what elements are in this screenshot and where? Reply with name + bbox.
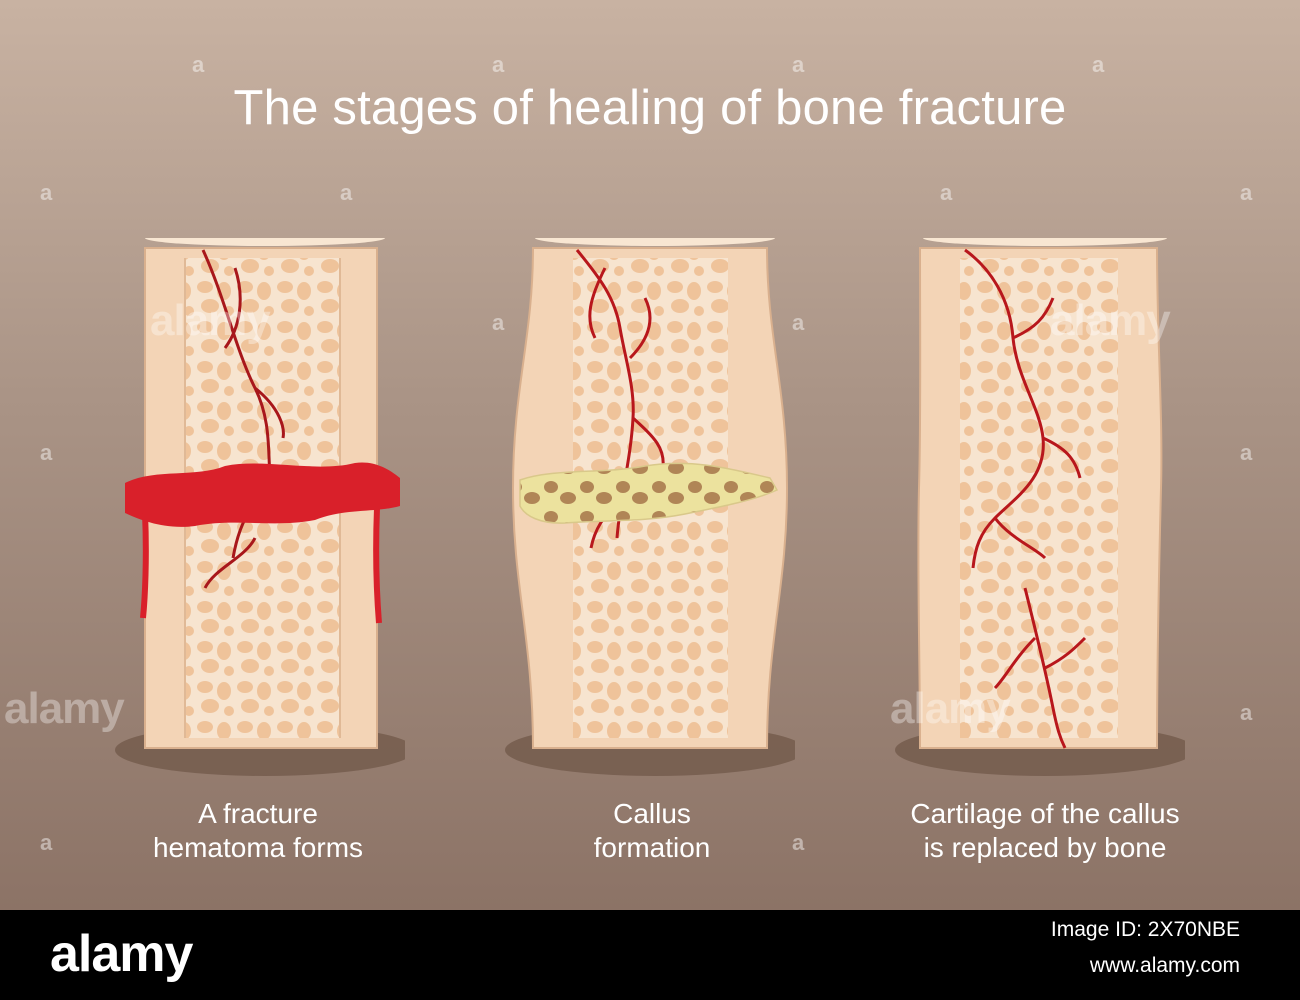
footer-url[interactable]: www.alamy.com	[1089, 954, 1240, 977]
watermark-mark: a	[1240, 180, 1253, 205]
watermark-mark: a	[340, 180, 353, 205]
stage-hematoma-caption: A fracture hematoma forms	[48, 797, 468, 865]
watermark-mark: a	[1240, 440, 1253, 465]
blood-vessel	[201, 249, 285, 589]
caption-line: formation	[593, 832, 711, 863]
diagram-title: The stages of healing of bone fracture	[233, 81, 1067, 135]
watermark-mark: a	[1240, 700, 1253, 725]
watermark-logo: alamy	[890, 684, 1011, 733]
diagram-canvas: The stages of healing of bone fracture	[0, 0, 1300, 910]
watermark-mark: a	[940, 180, 953, 205]
watermark-mark: a	[792, 52, 805, 77]
hematoma	[125, 462, 400, 527]
stage-bone-replacement-illustration	[895, 238, 1185, 778]
watermark-mark: a	[40, 440, 53, 465]
caption-line: A fracture	[198, 798, 318, 829]
image-id: Image ID: 2X70NBE	[1050, 918, 1240, 941]
caption-line: Callus	[613, 798, 691, 829]
caption-line: hematoma forms	[152, 832, 364, 863]
watermark-mark: a	[192, 52, 205, 77]
blood-vessel	[575, 249, 665, 549]
footer-logo: alamy	[50, 925, 193, 983]
watermark-mark: a	[792, 310, 805, 335]
callus	[519, 462, 779, 524]
watermark-logo: alamy	[1050, 296, 1171, 345]
watermark-mark: a	[1092, 52, 1105, 77]
watermark-mark: a	[492, 52, 505, 77]
watermark-logo: alamy	[150, 296, 271, 345]
caption-line: is replaced by bone	[923, 832, 1167, 863]
caption-line: Cartilage of the callus	[910, 798, 1180, 829]
watermark-mark: a	[492, 310, 505, 335]
stage-callus-caption: Callus formation	[442, 797, 862, 865]
stage-hematoma-illustration	[115, 238, 405, 778]
watermark-logo: alamy	[4, 684, 125, 733]
watermark-mark: a	[792, 830, 805, 855]
watermark-mark: a	[40, 180, 53, 205]
stock-footer: alamy Image ID: 2X70NBE www.alamy.com	[0, 910, 1300, 1000]
spongy-bone	[960, 258, 1118, 738]
watermark-mark: a	[40, 830, 53, 855]
stage-bone-replacement-caption: Cartilage of the callus is replaced by b…	[835, 797, 1255, 865]
stage-callus-illustration	[505, 238, 795, 778]
blood-vessel	[964, 248, 1087, 749]
